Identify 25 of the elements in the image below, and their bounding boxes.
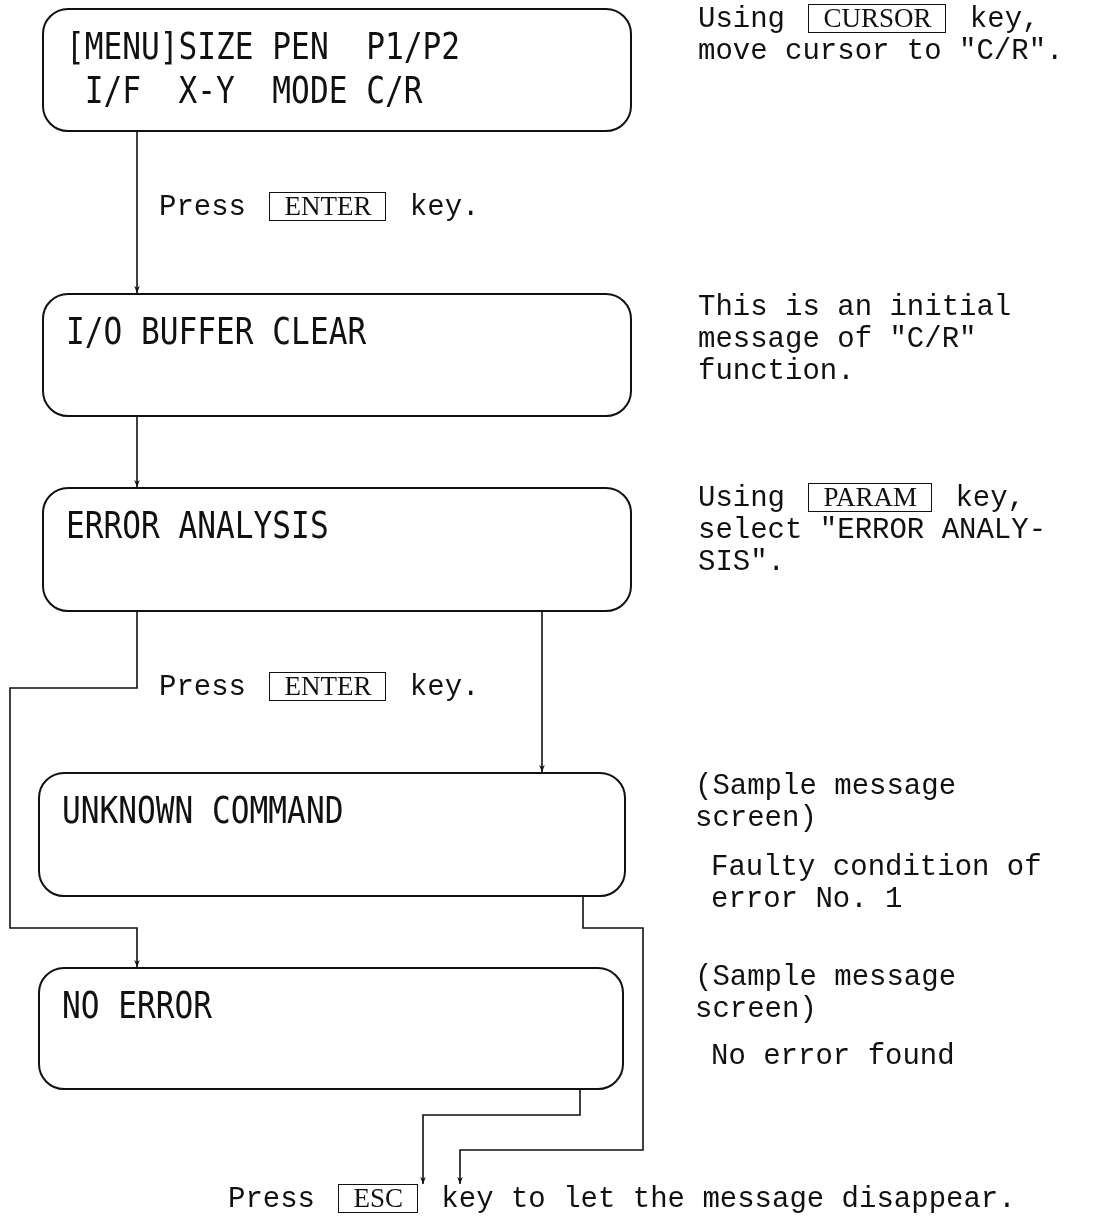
note-text: Faulty condition of error No. 1 xyxy=(711,852,1043,916)
arrow xyxy=(9,611,140,968)
display-screen xyxy=(42,293,632,417)
note-text: (Sample message screen) xyxy=(695,771,958,835)
display-screen xyxy=(42,8,632,132)
display-text: ERROR ANALYSIS xyxy=(66,503,329,547)
arrow xyxy=(420,1089,581,1185)
note-text: (Sample message screen) xyxy=(695,962,958,1026)
display-screen xyxy=(38,772,626,897)
note-text: No error found xyxy=(711,1041,956,1073)
note-text: Using CURSOR key, move cursor to "C/R". xyxy=(698,4,1065,68)
display-text: I/O BUFFER CLEAR xyxy=(66,309,367,353)
arrow xyxy=(457,896,644,1185)
arrow xyxy=(539,611,545,773)
instruction-text: Press ESC key to let the message disappear. xyxy=(228,1184,1016,1216)
note-text: Using PARAM key, select "ERROR ANALY- SIS". xyxy=(698,483,1048,579)
display-text: UNKNOWN COMMAND xyxy=(62,788,344,832)
display-screen xyxy=(42,487,632,612)
display-text: I/F X-Y MODE C/R xyxy=(83,68,423,112)
display-text: NO ERROR xyxy=(62,983,213,1027)
arrow xyxy=(134,416,140,488)
display-text: [MENU]SIZE PEN P1/P2 xyxy=(66,24,460,68)
note-text: This is an initial message of "C/R" function. xyxy=(698,292,1013,388)
display-screen xyxy=(38,967,624,1090)
arrow xyxy=(134,131,140,294)
